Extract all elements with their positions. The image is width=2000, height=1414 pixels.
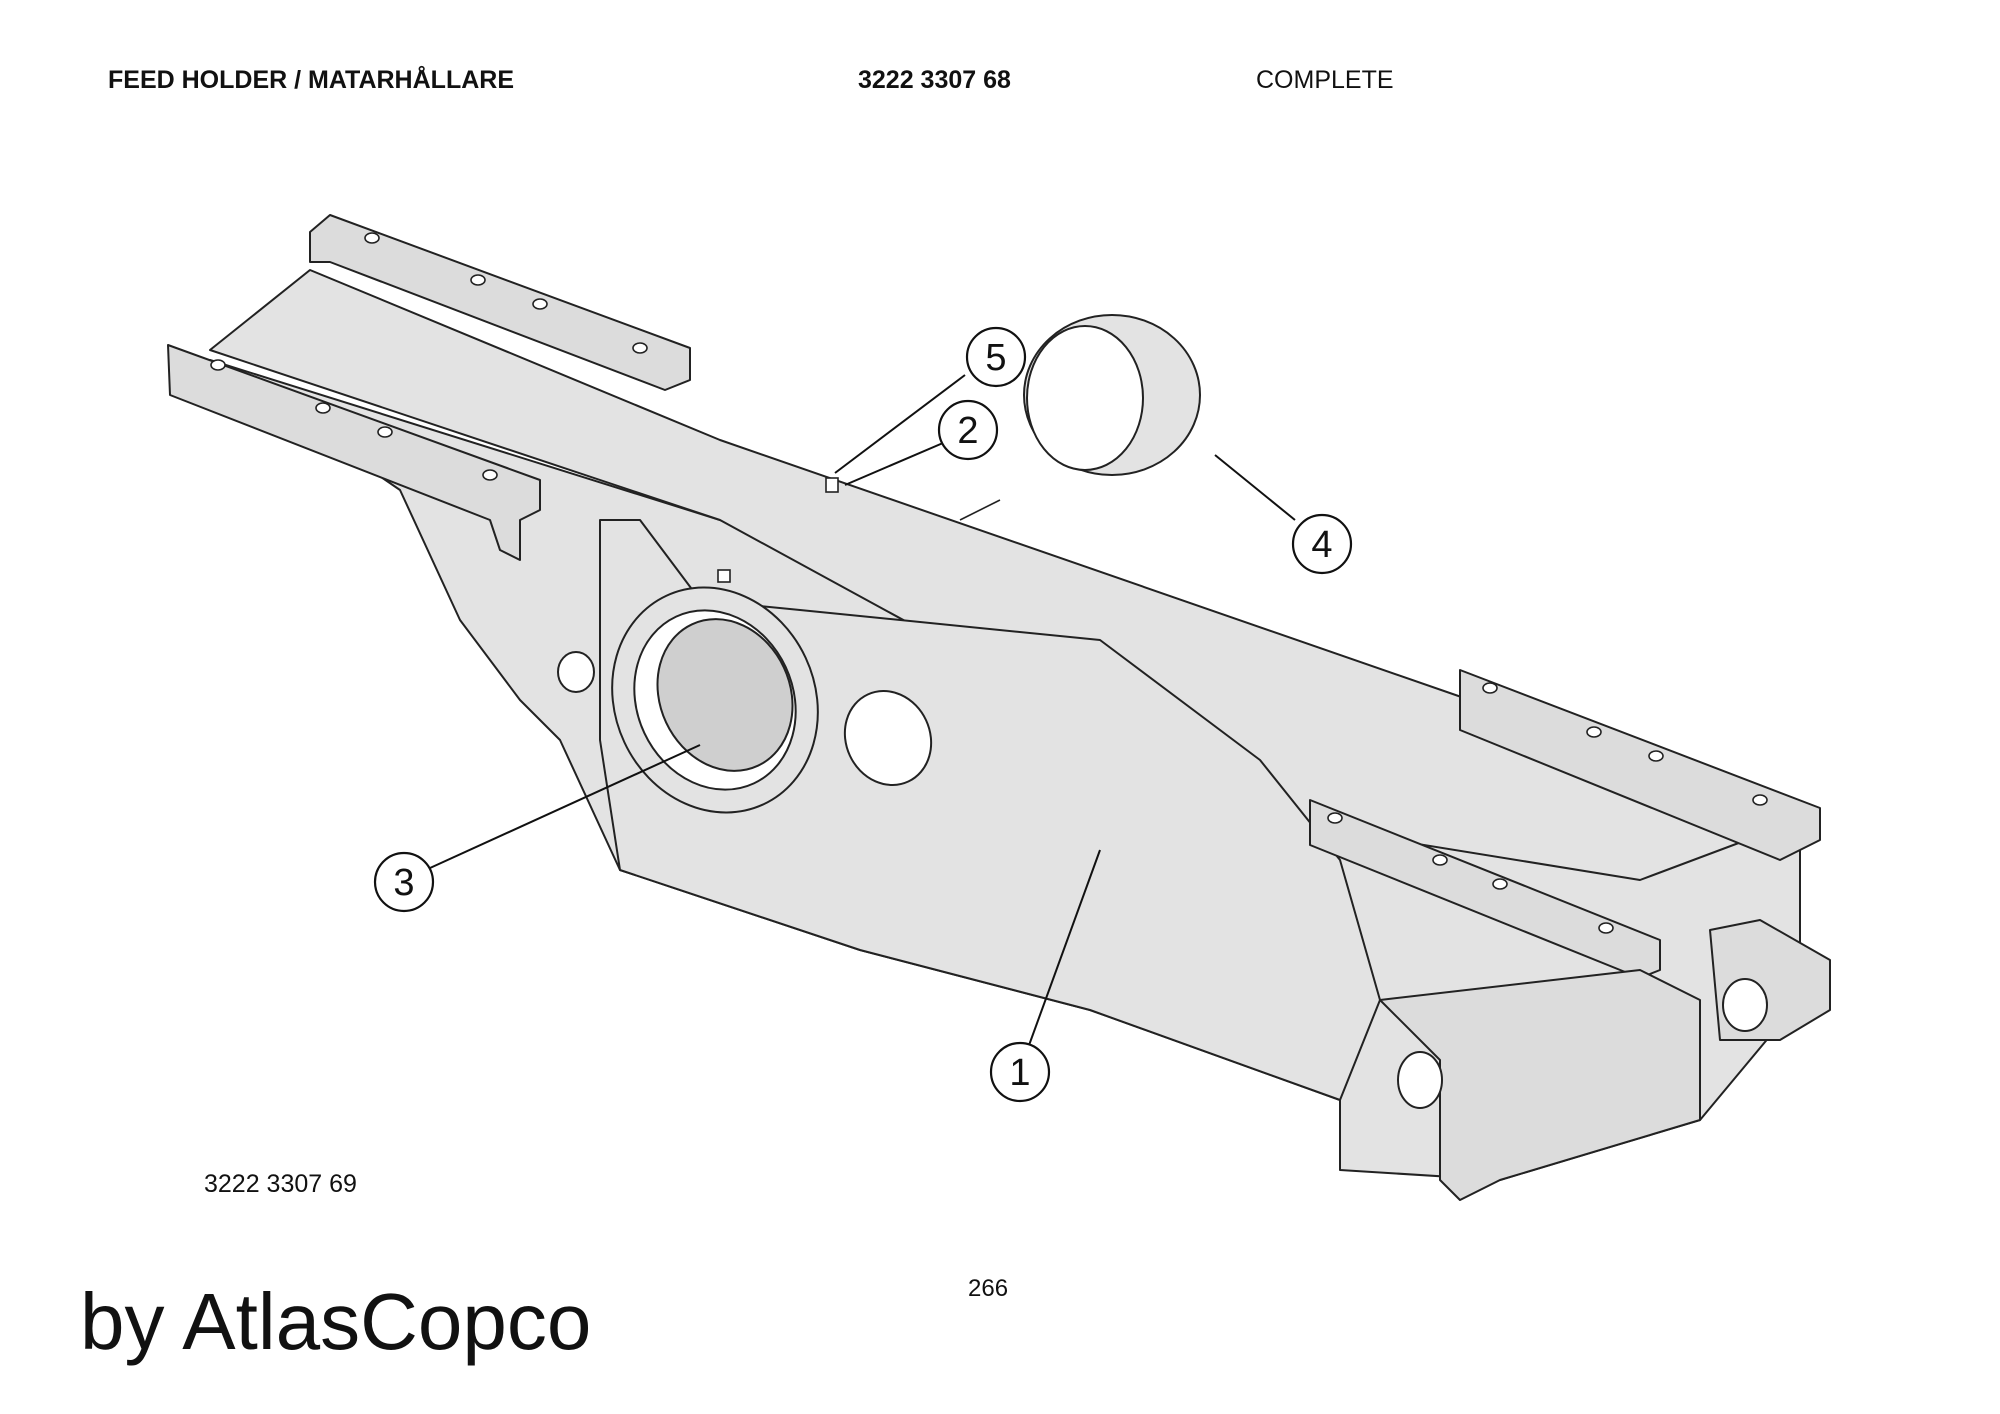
brand-watermark: by AtlasCopco	[80, 1277, 592, 1366]
bushing-bore	[1026, 325, 1144, 471]
leader-5	[834, 374, 966, 474]
svg-text:5: 5	[985, 337, 1006, 379]
grease-nipple-top	[825, 477, 839, 493]
svg-text:2: 2	[957, 410, 978, 452]
drawing-number: 3222 3307 69	[204, 1170, 357, 1198]
callout-5: 5	[965, 326, 1027, 388]
bracket-hole	[1397, 1051, 1443, 1109]
small-side-hole	[557, 651, 595, 693]
rail-back-left	[309, 214, 691, 391]
rail-bolt-holes	[210, 232, 1768, 934]
leader-3	[429, 744, 701, 869]
status-label: COMPLETE	[1256, 66, 1394, 94]
callout-3: 3	[373, 851, 435, 913]
lug-hole	[1722, 978, 1768, 1032]
svg-text:1: 1	[1009, 1052, 1030, 1094]
lightening-hole	[843, 690, 933, 786]
callout-4: 4	[1291, 513, 1353, 575]
page-title: FEED HOLDER / MATARHÅLLARE	[108, 66, 514, 94]
rail-front-left	[167, 344, 541, 561]
rail-back-right	[1459, 669, 1821, 861]
rear-bracket	[1379, 969, 1701, 1201]
callout-2: 2	[937, 399, 999, 461]
svg-text:3: 3	[393, 862, 414, 904]
pivot-bore-inner	[656, 618, 794, 772]
leader-4	[1214, 454, 1296, 521]
leader-2	[844, 439, 951, 486]
part-number: 3222 3307 68	[858, 66, 1011, 94]
leader-1	[1019, 849, 1101, 1071]
page-number: 266	[968, 1275, 1009, 1302]
callout-1: 1	[989, 1041, 1051, 1103]
grease-nipple-side	[717, 569, 731, 583]
svg-text:4: 4	[1311, 524, 1332, 566]
